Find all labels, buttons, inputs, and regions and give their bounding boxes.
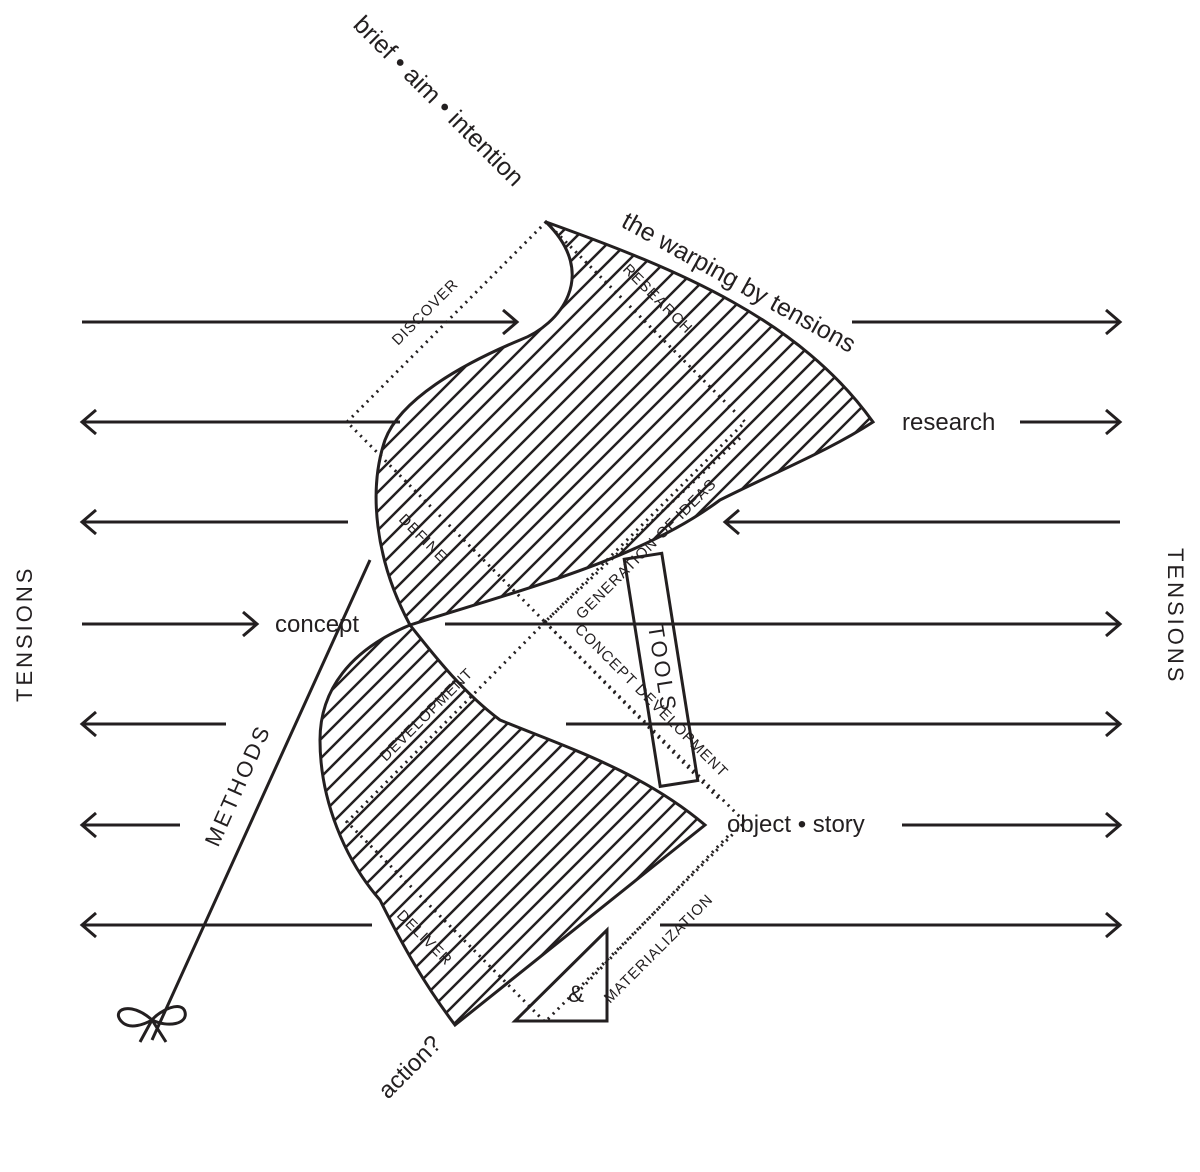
tensions-left-label: TENSIONS (12, 566, 37, 702)
hatch-line (376, 222, 595, 625)
hatch-line (320, 625, 632, 1025)
dotted-diamond-middle (344, 619, 748, 1025)
hatch-line (376, 222, 443, 625)
tools-bar (622, 551, 700, 789)
hatch-line (376, 222, 709, 625)
methods-label: METHODS (200, 720, 276, 850)
hatch-line (0, 200, 309, 660)
hatch-line (320, 625, 594, 1025)
hatch-line (376, 222, 671, 625)
hatch-line (398, 625, 705, 1025)
hatch-line (376, 222, 424, 625)
hatch-line (320, 625, 423, 1025)
hatch-line (320, 625, 385, 1025)
hatch-line (836, 222, 873, 625)
hatch-line (493, 625, 705, 1025)
hatch-line (376, 222, 652, 625)
action-label: action? (373, 1030, 447, 1104)
hatch-line (320, 625, 480, 1025)
tension-arrows (79, 308, 1123, 939)
hatch-line (379, 625, 705, 1025)
hatch-line (376, 222, 405, 625)
object-story-label: object • story (727, 811, 865, 838)
brief-label: brief • aim • intention (348, 10, 530, 192)
hatch-line (0, 200, 328, 660)
hatch-line (320, 625, 670, 1025)
hatch-line (376, 222, 614, 625)
hatch-line (376, 222, 386, 625)
stage-discover: DISCOVER (389, 276, 462, 349)
dotted-diamond-top (344, 219, 748, 625)
tensions-right-label: TENSIONS (1163, 548, 1188, 684)
hatch-line (817, 222, 873, 625)
ampersand-triangle (511, 926, 609, 1023)
hatch-line (320, 625, 461, 1025)
hatch-line (376, 222, 747, 625)
hatch-line (418, 222, 873, 625)
hatch-line (0, 200, 366, 660)
hatch-line (376, 222, 728, 625)
warped-shape-bottom (318, 623, 708, 1028)
dotted-line-materialization (578, 834, 730, 992)
stage-generation-of-ideas: GENERATION OF IDEAS (573, 476, 720, 623)
bow-icon (116, 1005, 187, 1043)
concept-label: concept (275, 611, 359, 638)
hatch-line (0, 600, 4, 1060)
hatch-line (320, 625, 705, 1025)
ampersand-label: & (568, 981, 584, 1008)
hatch-line (320, 625, 499, 1025)
hatch-line (320, 625, 442, 1025)
hatch-line (376, 222, 690, 625)
hatch-line (320, 625, 328, 1025)
stage-define: DEFINE (395, 511, 450, 566)
hatch-line (320, 625, 366, 1025)
hatch-line (0, 200, 252, 660)
hatch-line (360, 625, 705, 1025)
hatch-line (0, 200, 347, 660)
dotted-line-generation (543, 436, 742, 624)
hatch-line (417, 625, 705, 1025)
hatch-line (320, 625, 518, 1025)
hatch-line (0, 200, 271, 660)
hatch-line (376, 222, 633, 625)
methods-line (150, 559, 372, 1041)
hatch-line (608, 222, 873, 625)
research-label: research (902, 409, 995, 436)
hatch-line (0, 200, 290, 660)
hatch-line (0, 600, 308, 1060)
hatch-line (0, 600, 289, 1060)
hatch-line (376, 222, 462, 625)
warped-shape-top (374, 220, 876, 627)
